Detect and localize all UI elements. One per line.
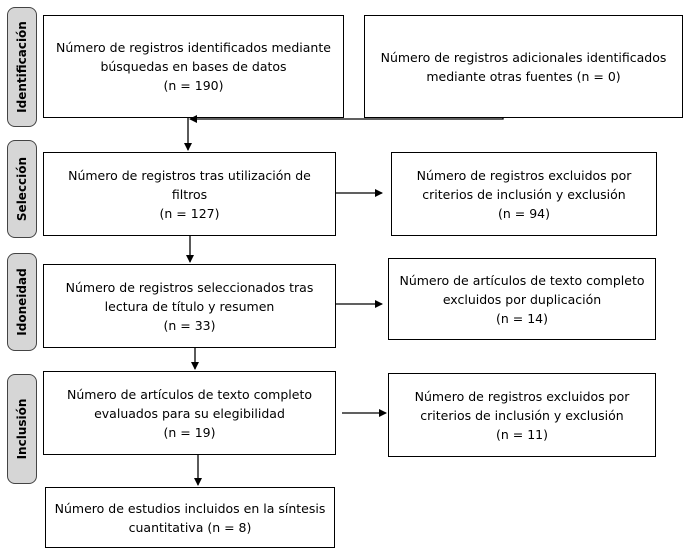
box-excluded-duplicates: Número de artículos de texto completo ex… <box>388 258 656 340</box>
box-other-sources: Número de registros adicionales identifi… <box>364 15 683 118</box>
box-text: Número de registros excluidos por <box>414 388 630 404</box>
arrow-other-sources-join <box>189 115 504 123</box>
box-count: (n = 11) <box>495 426 548 442</box>
box-text: búsquedas en bases de datos <box>100 59 287 74</box>
box-count: (n = 127) <box>159 205 220 221</box>
box-included: Número de estudios incluidos en la sínte… <box>45 487 335 548</box>
box-excluded-criteria-1: Número de registros excluidos por criter… <box>391 152 657 236</box>
box-text: Número de registros seleccionados tras <box>65 279 314 295</box>
box-count: (n = 33) <box>163 317 216 333</box>
box-fulltext-assessed: Número de artículos de texto completo ev… <box>43 371 336 455</box>
box-text: lectura de título y resumen <box>104 298 275 314</box>
box-after-filters: Número de registros tras utilización de … <box>43 152 336 236</box>
box-text: filtros <box>171 186 208 202</box>
stage-inclusion: Inclusión <box>7 374 37 484</box>
box-selected-title-abstract: Número de registros seleccionados tras l… <box>43 264 336 348</box>
box-db-records: Número de registros identificados median… <box>43 15 344 118</box>
box-text: Número de registros tras utilización de <box>68 167 311 183</box>
box-text: criterios de inclusión y exclusión <box>422 186 626 202</box>
box-text: Número de registros adicionales identifi… <box>380 49 667 65</box>
stage-idoneidad: Idoneidad <box>7 253 37 351</box>
box-text: Número de estudios incluidos en la sínte… <box>54 500 326 516</box>
box-text: Número de registros excluidos por <box>416 167 632 183</box>
box-text: mediante otras fuentes (n = 0) <box>426 68 621 84</box>
box-text: cuantitativa (n = 8) <box>128 519 252 535</box>
box-count: (n = 94) <box>497 205 550 221</box>
stage-identificacion: Identificación <box>7 7 37 127</box>
box-text: evaluados para su elegibilidad <box>94 405 285 421</box>
stage-seleccion: Selección <box>7 140 37 238</box>
box-text: Número de artículos de texto completo <box>66 386 313 402</box>
box-text: Número de artículos de texto completo <box>399 272 645 288</box>
box-count: (n = 19) <box>163 424 216 440</box>
box-excluded-criteria-2: Número de registros excluidos por criter… <box>388 373 656 457</box>
box-count: (n = 14) <box>495 310 548 326</box>
box-text: criterios de inclusión y exclusión <box>420 407 624 423</box>
box-text: Número de registros identificados median… <box>56 40 331 55</box>
box-text: excluidos por duplicación <box>442 291 602 307</box>
box-count: (n = 190) <box>163 78 224 93</box>
